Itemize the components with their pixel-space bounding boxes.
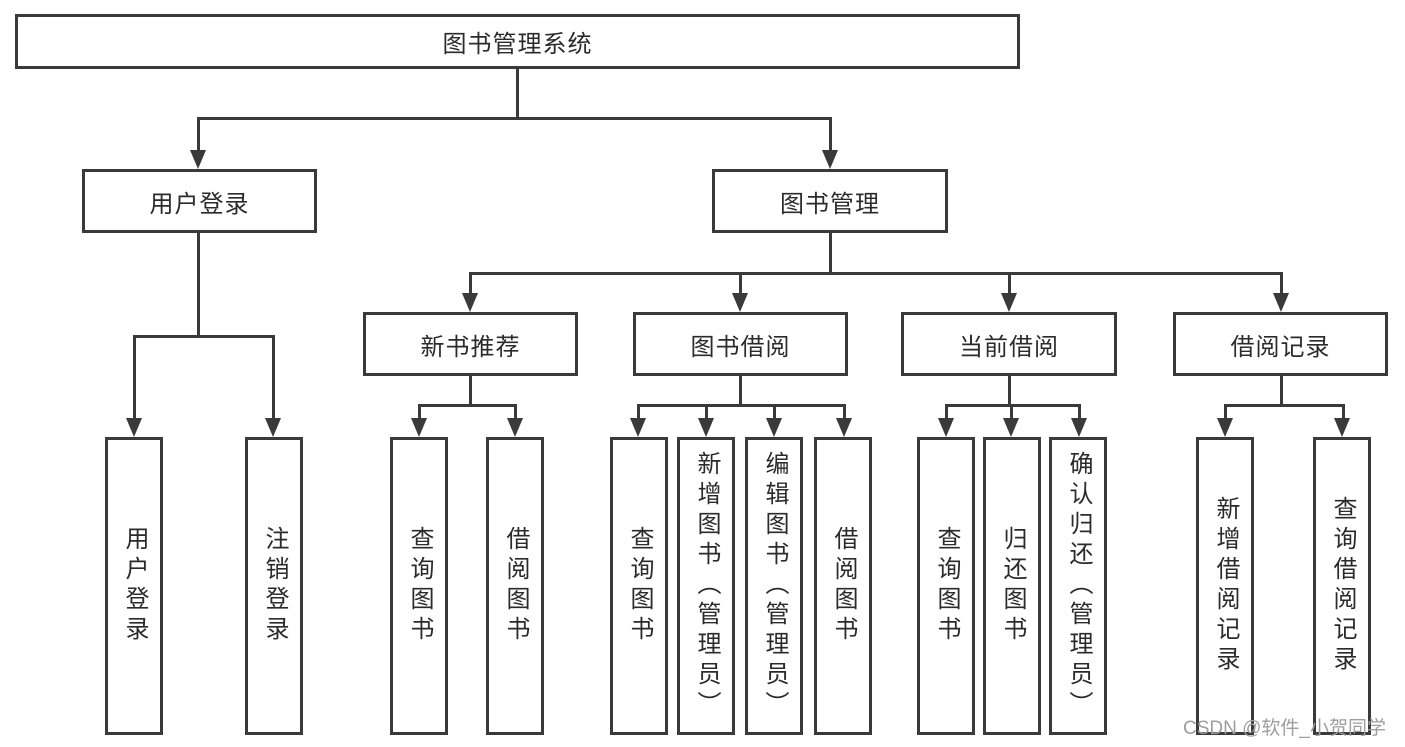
connector-stem bbox=[514, 404, 517, 421]
node-book-management: 图书管理 bbox=[712, 169, 948, 233]
node-borrow-records-label: 借阅记录 bbox=[1230, 333, 1331, 361]
node-current-borrow: 当前借阅 bbox=[901, 312, 1117, 376]
connector-arrowhead bbox=[822, 150, 838, 169]
node-new-book-recommend: 新书推荐 bbox=[363, 312, 578, 376]
leaf-logout-label: 注销登录 bbox=[261, 526, 288, 646]
connector-stem bbox=[197, 117, 200, 153]
leaf-borrow-books-1-label: 借阅图书 bbox=[502, 526, 529, 646]
leaf-borrow-books-1: 借阅图书 bbox=[486, 437, 544, 735]
connector-arrowhead bbox=[836, 418, 852, 437]
leaf-confirm-return-admin-label: 确认归还（管理员） bbox=[1065, 451, 1092, 721]
node-book-management-label: 图书管理 bbox=[780, 190, 880, 218]
node-new-book-recommend-label: 新书推荐 bbox=[420, 333, 521, 361]
node-current-borrow-label: 当前借阅 bbox=[959, 333, 1059, 361]
leaf-add-borrow-record-label: 新增借阅记录 bbox=[1212, 496, 1239, 676]
connector-stem bbox=[1010, 404, 1013, 421]
connector-arrowhead bbox=[1003, 418, 1019, 437]
leaf-user-login: 用户登录 bbox=[105, 437, 163, 735]
connector-stem bbox=[133, 335, 136, 419]
node-borrow-records: 借阅记录 bbox=[1173, 312, 1388, 376]
connector-stem bbox=[739, 376, 742, 406]
node-root-label: 图书管理系统 bbox=[442, 31, 593, 58]
connector-stem bbox=[197, 233, 200, 337]
leaf-query-books-2-label: 查询图书 bbox=[626, 526, 653, 646]
connector-stem bbox=[705, 404, 708, 421]
node-user-login-label: 用户登录 bbox=[149, 190, 250, 218]
leaf-query-books-1-label: 查询图书 bbox=[406, 526, 433, 646]
leaf-logout: 注销登录 bbox=[245, 437, 303, 735]
connector-arrowhead bbox=[1001, 293, 1017, 312]
connector-arrowhead bbox=[938, 418, 954, 437]
connector-arrowhead bbox=[698, 418, 714, 437]
connector-arrowhead bbox=[1273, 293, 1289, 312]
connector-stem bbox=[829, 233, 832, 274]
connector-arrowhead bbox=[126, 418, 142, 437]
connector-stem bbox=[1280, 376, 1283, 406]
connector-bar bbox=[469, 272, 1283, 275]
leaf-add-books-admin: 新增图书（管理员） bbox=[677, 437, 735, 735]
leaf-borrow-books-2: 借阅图书 bbox=[814, 437, 872, 735]
node-user-login: 用户登录 bbox=[82, 169, 317, 233]
connector-arrowhead bbox=[1071, 418, 1087, 437]
connector-bar bbox=[637, 404, 846, 407]
connector-stem bbox=[773, 404, 776, 421]
leaf-query-books-3: 查询图书 bbox=[917, 437, 975, 735]
connector-stem bbox=[1078, 404, 1081, 421]
connector-stem bbox=[469, 376, 472, 406]
connector-stem bbox=[516, 69, 519, 118]
connector-stem bbox=[272, 335, 275, 419]
leaf-add-borrow-record: 新增借阅记录 bbox=[1196, 437, 1254, 735]
leaf-query-books-2: 查询图书 bbox=[610, 437, 668, 735]
connector-arrowhead bbox=[766, 418, 782, 437]
connector-arrowhead bbox=[411, 418, 427, 437]
leaf-edit-books-admin: 编辑图书（管理员） bbox=[745, 437, 803, 735]
leaf-return-books-label: 归还图书 bbox=[999, 526, 1026, 646]
connector-arrowhead bbox=[190, 150, 206, 169]
leaf-query-books-3-label: 查询图书 bbox=[933, 526, 960, 646]
leaf-confirm-return-admin: 确认归还（管理员） bbox=[1049, 437, 1107, 735]
node-book-borrow-label: 图书借阅 bbox=[690, 333, 791, 361]
connector-arrowhead bbox=[462, 293, 478, 312]
connector-stem bbox=[418, 404, 421, 421]
leaf-borrow-books-2-label: 借阅图书 bbox=[830, 526, 857, 646]
connector-bar bbox=[1224, 404, 1345, 407]
leaf-edit-books-admin-label: 编辑图书（管理员） bbox=[761, 451, 788, 721]
leaf-user-login-label: 用户登录 bbox=[121, 526, 148, 646]
leaf-return-books: 归还图书 bbox=[983, 437, 1041, 735]
connector-stem bbox=[1008, 272, 1011, 296]
connector-stem bbox=[739, 272, 742, 296]
connector-arrowhead bbox=[265, 418, 281, 437]
connector-stem bbox=[843, 404, 846, 421]
connector-arrowhead bbox=[732, 293, 748, 312]
connector-stem bbox=[1008, 376, 1011, 406]
connector-bar bbox=[197, 117, 832, 120]
leaf-query-books-1: 查询图书 bbox=[390, 437, 448, 735]
connector-bar bbox=[418, 404, 517, 407]
leaf-query-borrow-record-label: 查询借阅记录 bbox=[1329, 496, 1356, 676]
connector-bar bbox=[945, 404, 1081, 407]
node-root: 图书管理系统 bbox=[15, 14, 1020, 69]
csdn-watermark: CSDN @软件_小贺同学 bbox=[1183, 718, 1386, 739]
connector-bar bbox=[133, 335, 275, 338]
connector-arrowhead bbox=[1217, 418, 1233, 437]
connector-arrowhead bbox=[1334, 418, 1350, 437]
connector-stem bbox=[1280, 272, 1283, 296]
connector-stem bbox=[945, 404, 948, 421]
connector-arrowhead bbox=[630, 418, 646, 437]
connector-stem bbox=[469, 272, 472, 296]
connector-stem bbox=[829, 117, 832, 153]
connector-stem bbox=[1224, 404, 1227, 421]
connector-stem bbox=[1342, 404, 1345, 421]
node-book-borrow: 图书借阅 bbox=[633, 312, 848, 376]
leaf-query-borrow-record: 查询借阅记录 bbox=[1313, 437, 1371, 735]
leaf-add-books-admin-label: 新增图书（管理员） bbox=[693, 451, 720, 721]
connector-stem bbox=[637, 404, 640, 421]
connector-arrowhead bbox=[507, 418, 523, 437]
